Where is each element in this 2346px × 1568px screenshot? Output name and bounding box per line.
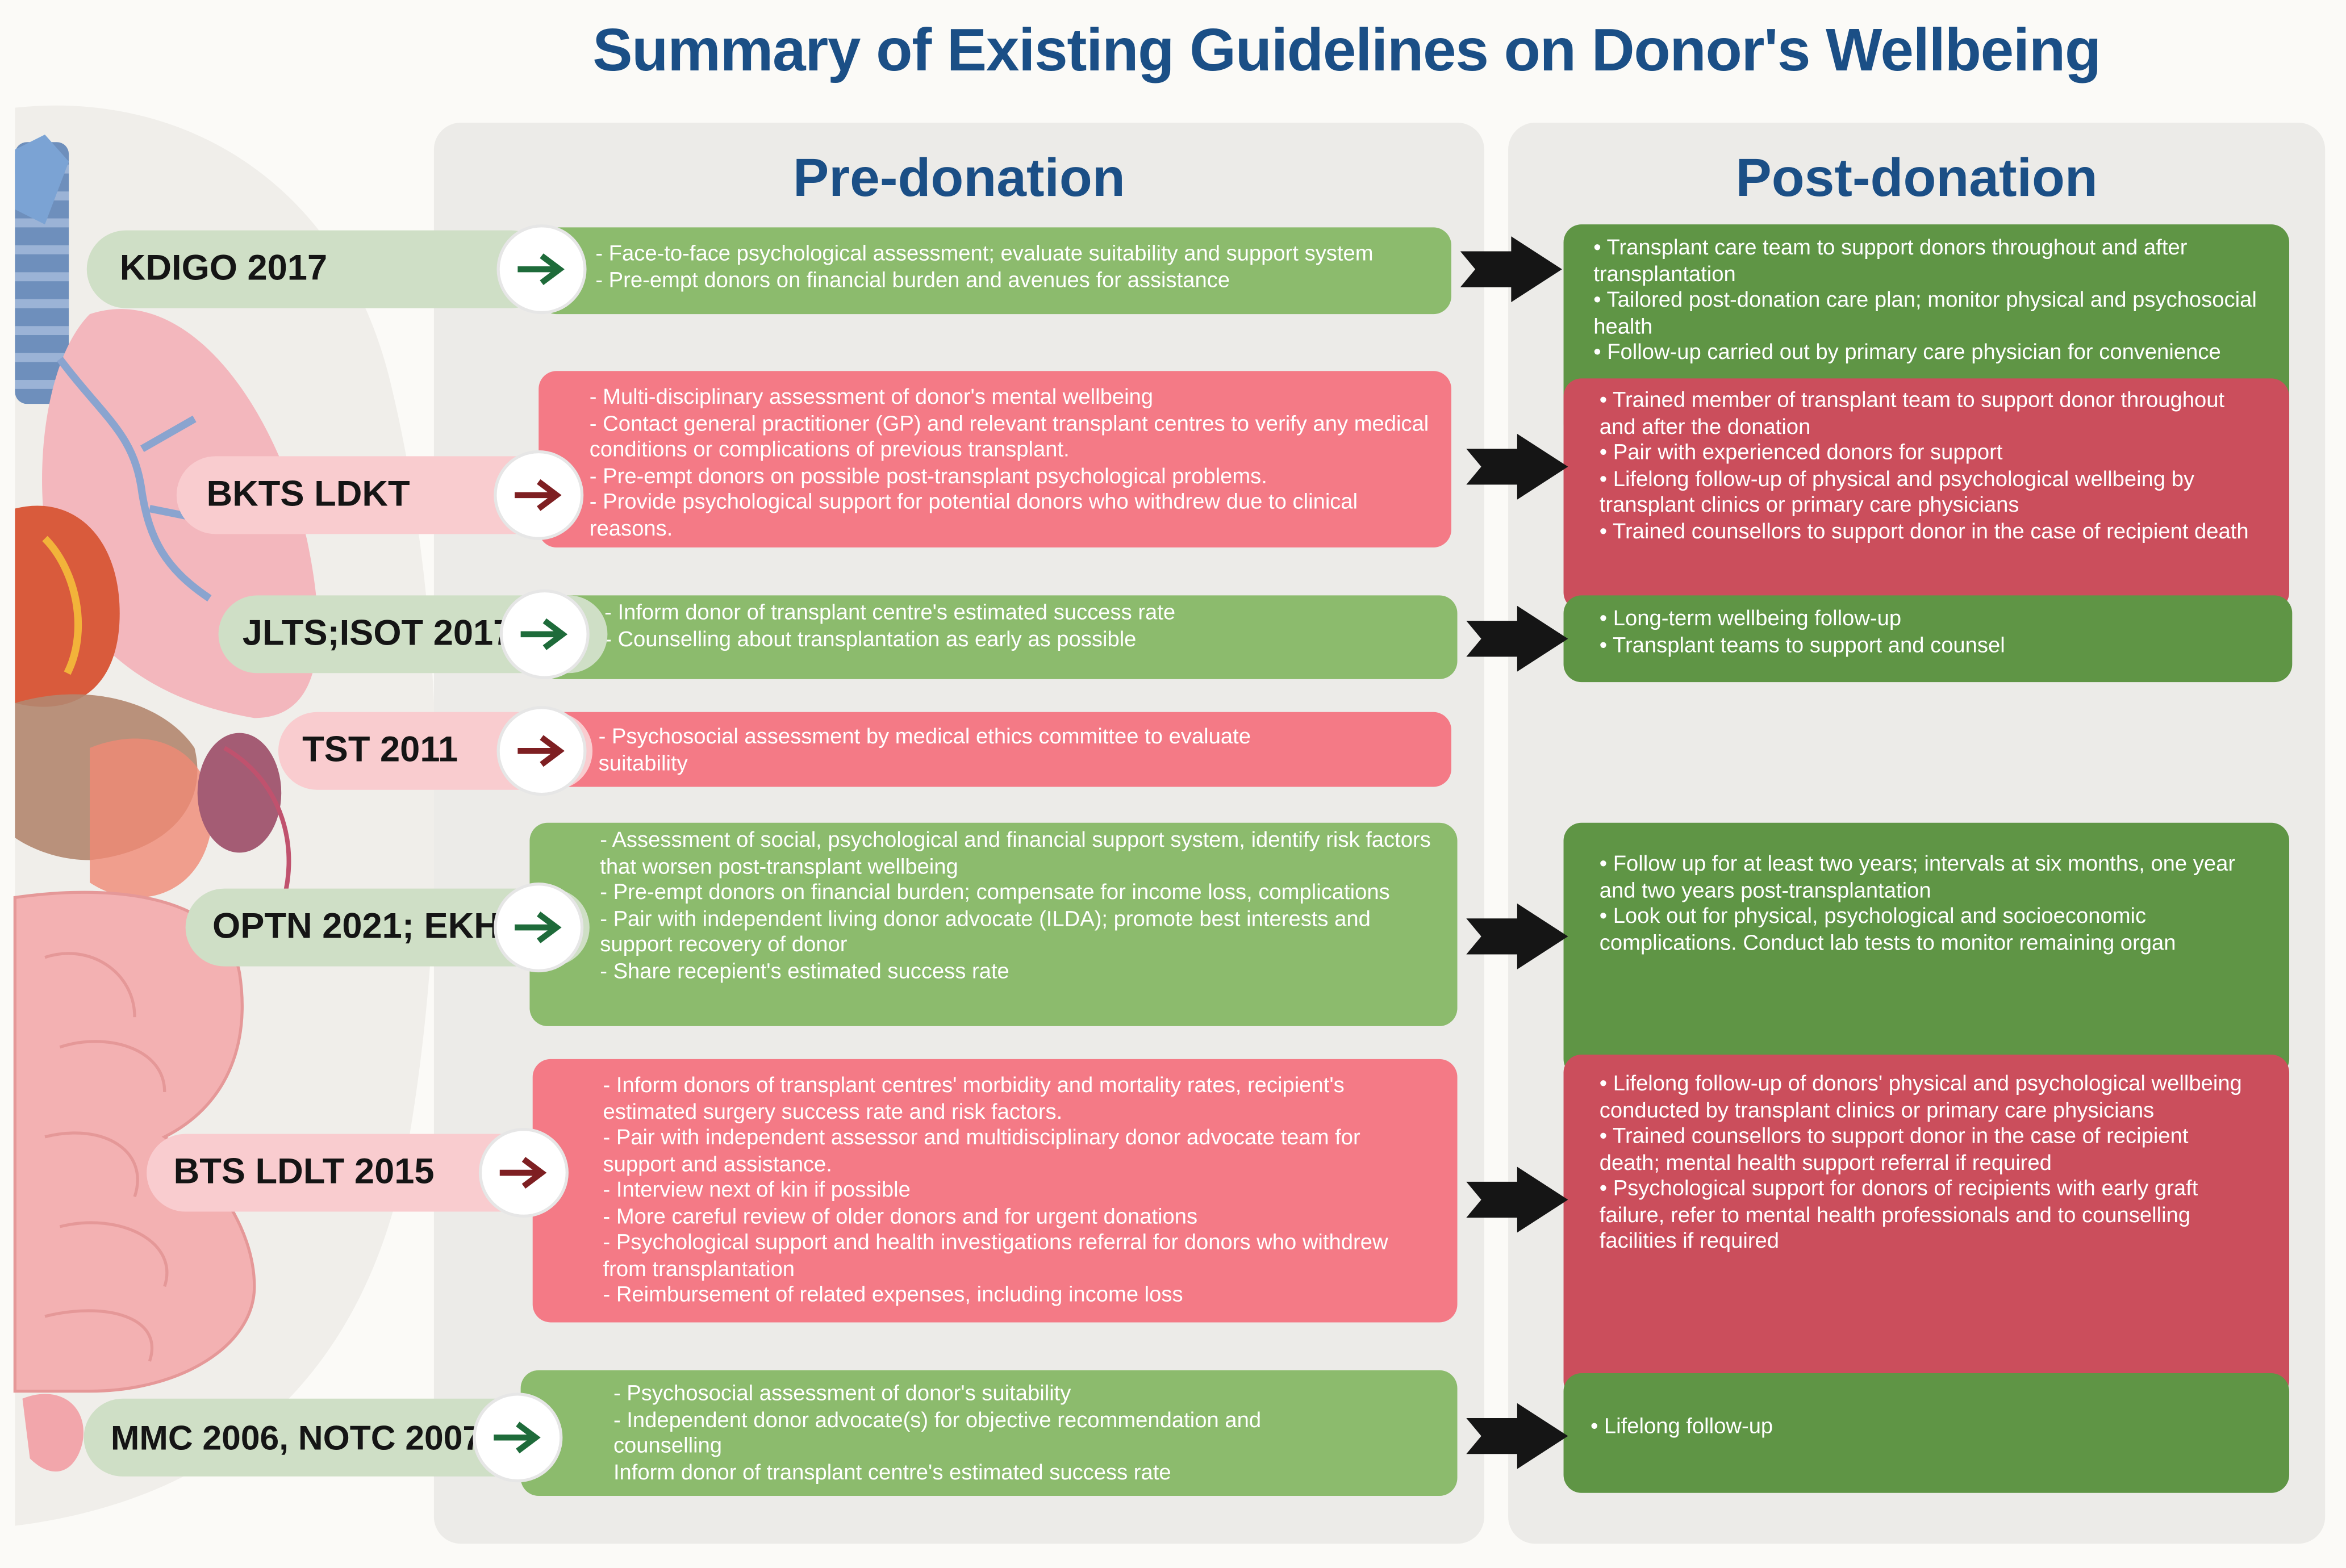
bladder-shape (22, 1394, 84, 1472)
mmc-post-box: • Lifelong follow-up (1563, 1373, 2290, 1493)
mmc-connector-arrow-icon (1466, 1403, 1568, 1469)
kidney-shape (197, 733, 282, 853)
bts-post-box: • Lifelong follow-up of donors' physical… (1563, 1054, 2290, 1399)
tst-pre-box: - Psychosocial assessment by medical eth… (539, 712, 1451, 787)
kdigo-label: KDIGO 2017 (86, 230, 551, 308)
kdigo-connector-arrow-icon (1460, 236, 1562, 303)
jlts-pre-box: - Inform donor of transplant centre's es… (539, 595, 1458, 679)
jlts-post-box: • Long-term wellbeing follow-up • Transp… (1563, 595, 2293, 683)
trachea-shape (15, 135, 69, 404)
bts-label: BTS LDLT 2015 (147, 1134, 551, 1212)
kdigo-pre-box: - Face-to-face psychological assessment;… (539, 227, 1451, 315)
heart-shape (15, 505, 120, 707)
optn-pre-box: - Assessment of social, psychological an… (529, 822, 1458, 1026)
bkts-post-box: • Trained member of transplant team to s… (1563, 378, 2290, 611)
bts-pre-box: - Inform donors of transplant centres' m… (532, 1059, 1458, 1323)
bts-arrow-icon (482, 1131, 566, 1215)
bkts-pre-box: - Multi-disciplinary assessment of donor… (539, 371, 1451, 548)
jlts-connector-arrow-icon (1466, 605, 1568, 672)
mmc-arrow-icon (475, 1395, 560, 1480)
bkts-connector-arrow-icon (1466, 433, 1568, 500)
mmc-pre-box: - Psychosocial assessment of donor's sui… (520, 1370, 1458, 1496)
bts-connector-arrow-icon (1466, 1166, 1568, 1233)
pre-donation-heading: Pre-donation (793, 147, 1125, 208)
optn-arrow-icon (496, 885, 581, 969)
post-donation-heading: Post-donation (1735, 147, 2098, 208)
jlts-arrow-icon (503, 592, 587, 676)
optn-connector-arrow-icon (1466, 903, 1568, 969)
stomach-shape (90, 738, 212, 898)
kdigo-arrow-icon (499, 227, 584, 311)
bkts-arrow-icon (496, 453, 581, 537)
page-title: Summary of Existing Guidelines on Donor'… (592, 18, 2101, 84)
tst-arrow-icon (499, 709, 584, 793)
optn-post-box: • Follow up for at least two years; inte… (1563, 822, 2290, 1077)
